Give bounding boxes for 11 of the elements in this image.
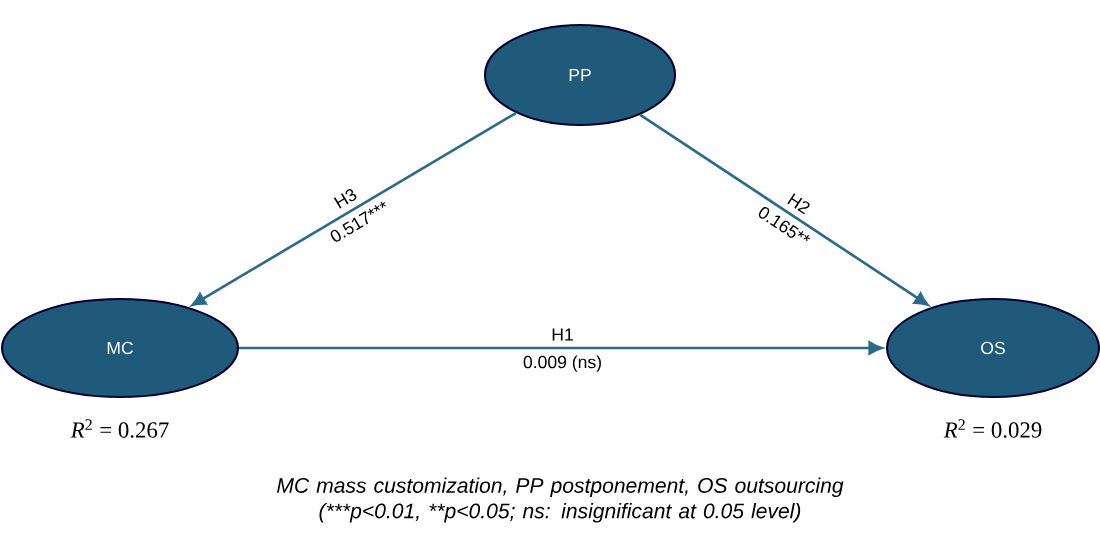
ellipse-node: PP: [483, 23, 677, 127]
r-squared-label: R$^{2}$ = 0.029: [943, 419, 1042, 438]
ellipse-node: MC: [0, 297, 240, 399]
edge-label: H1: [552, 328, 573, 341]
ellipse-node: OS: [885, 297, 1100, 399]
caption: MC mass customization, PP postponement, OS outsourcing (***p<0.01, **p<0.05; ns: insignificant at 0.05 level): [277, 477, 844, 523]
arrow: [239, 341, 883, 355]
path-coefficient: 0.009 (ns): [523, 355, 601, 372]
arrow: [639, 113, 929, 306]
arrow: [191, 111, 517, 307]
r-squared-label: R$^{2}$ = 0.267: [70, 419, 169, 438]
